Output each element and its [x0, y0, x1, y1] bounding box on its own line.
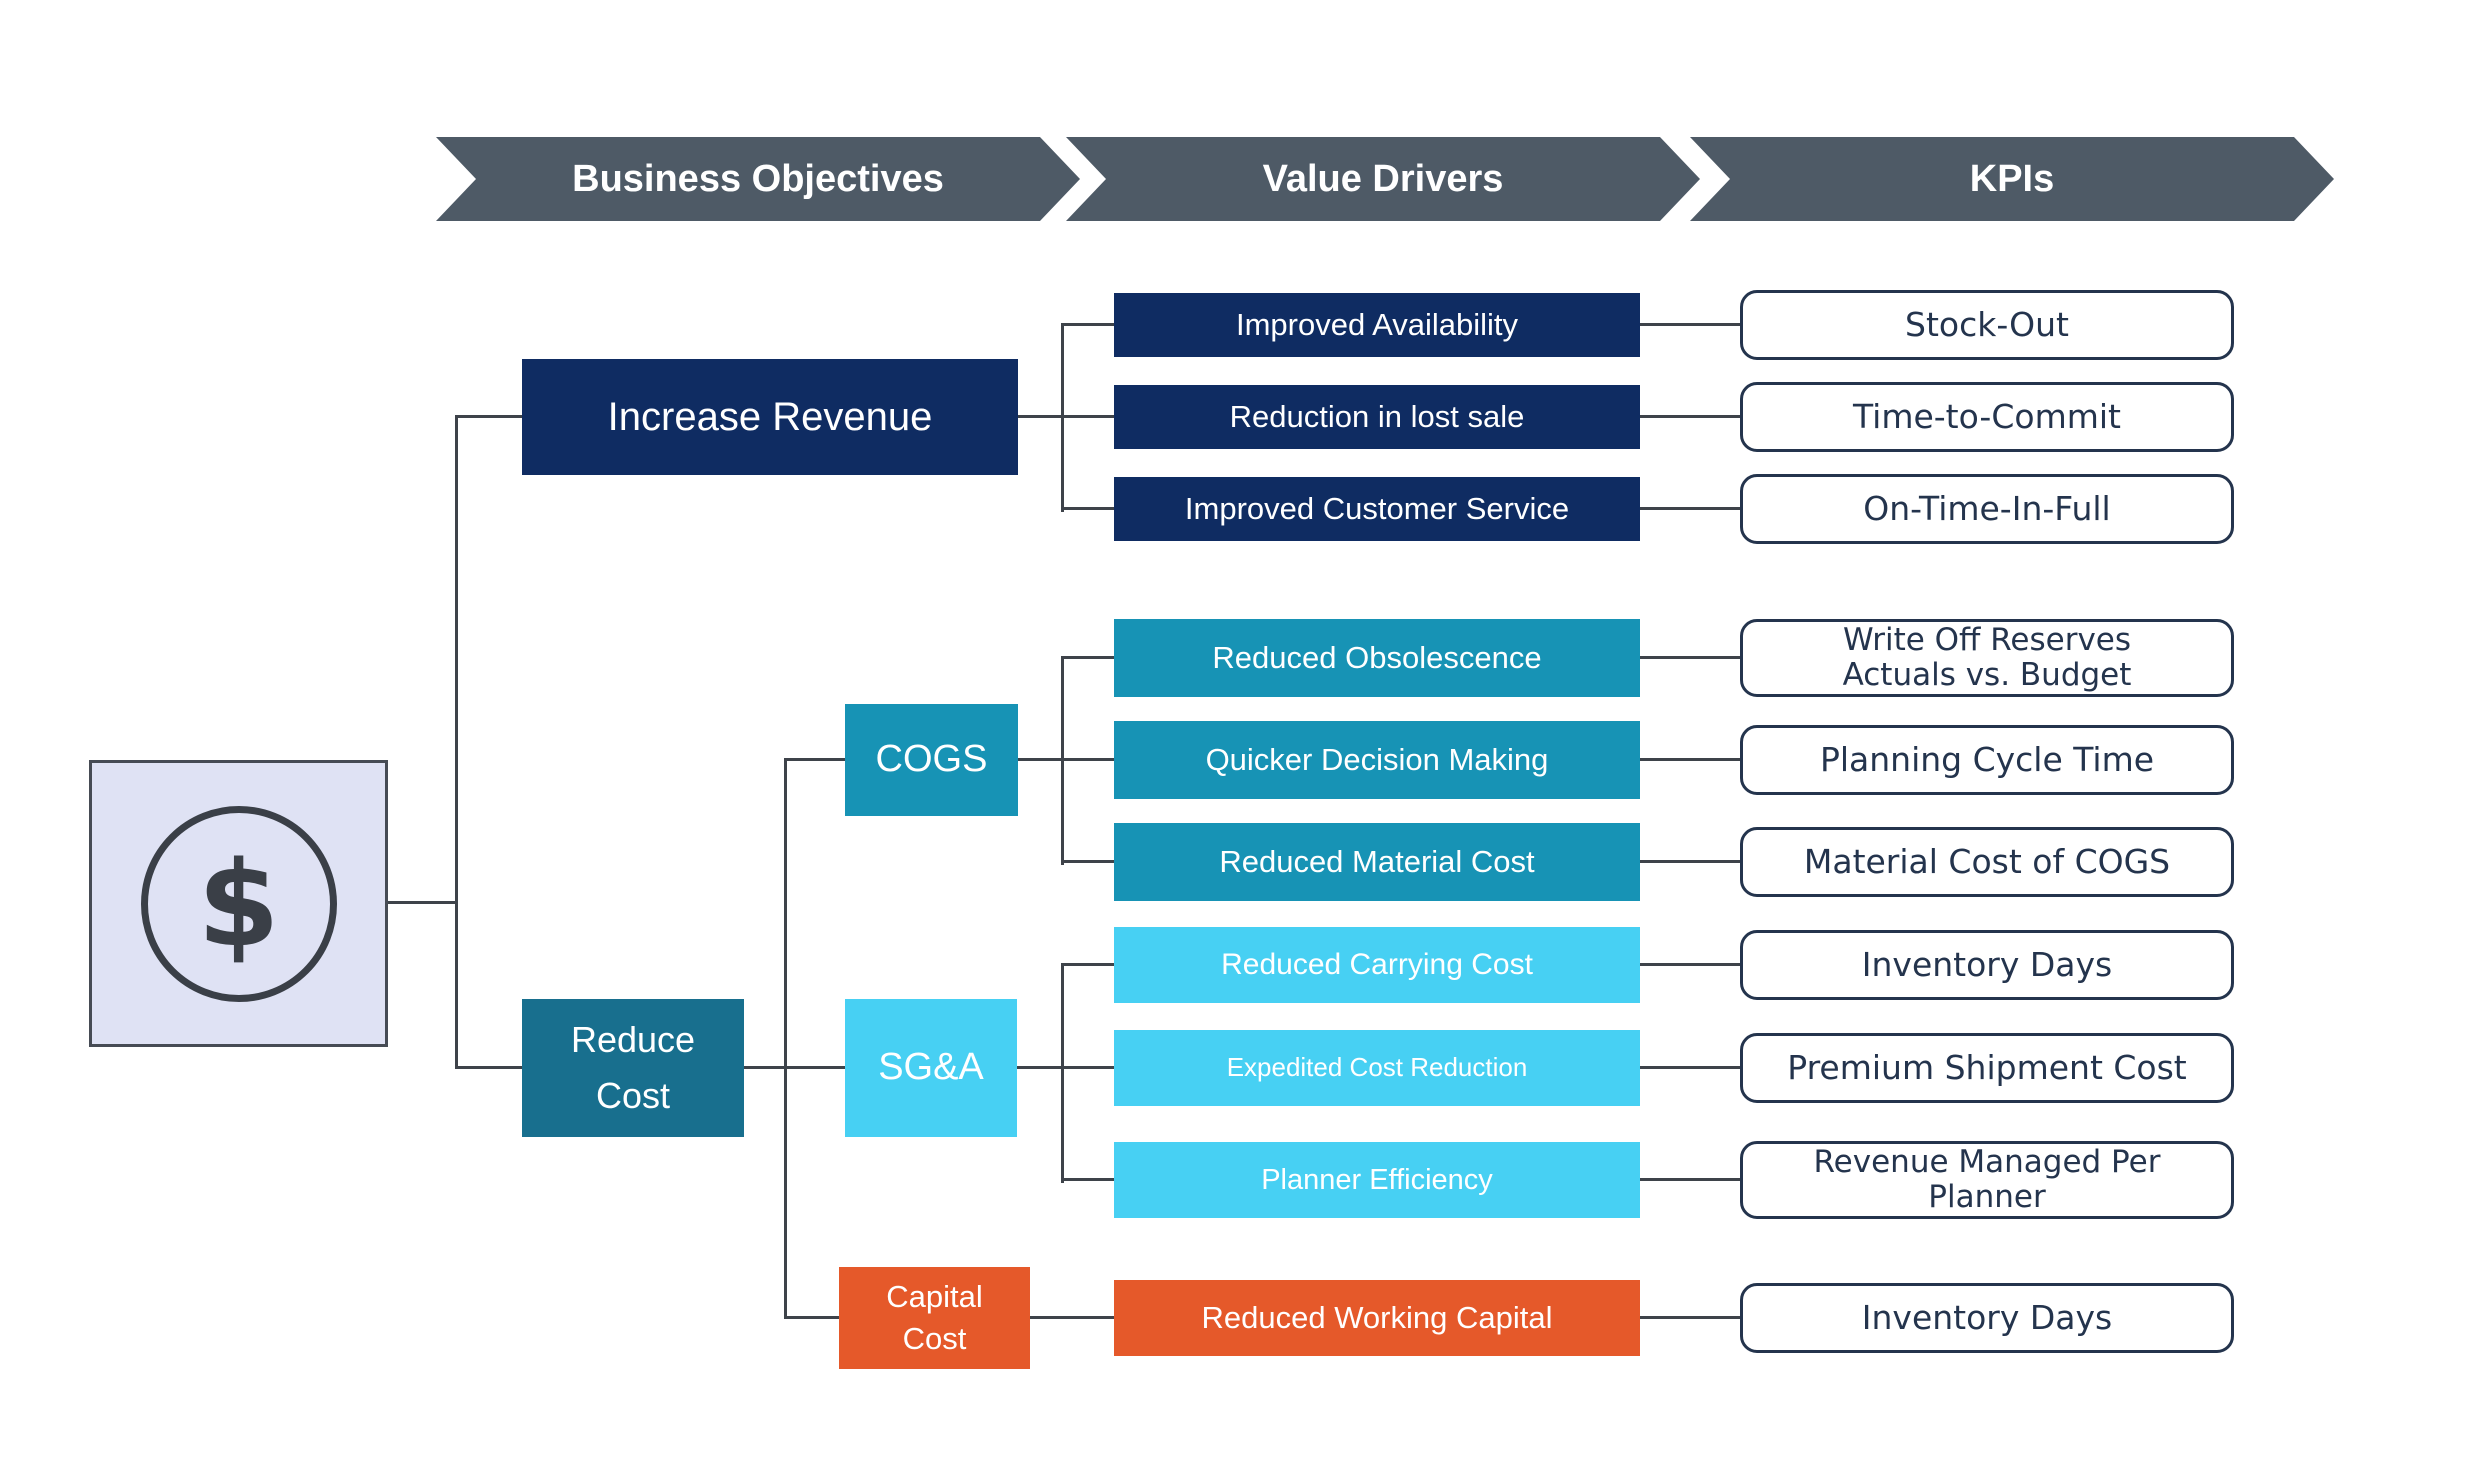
dollar-icon: $	[140, 805, 337, 1002]
kpi-revenue-managed-per-planner: Revenue Managed Per Planner	[1740, 1141, 2234, 1219]
kpi-label: On-Time-In-Full	[1863, 488, 2111, 528]
kpi-time-to-commit: Time-to-Commit	[1740, 382, 2234, 452]
connector-line	[1063, 1066, 1114, 1069]
node-label: Expedited Cost Reduction	[1226, 1052, 1528, 1083]
header-label: KPIs	[1969, 157, 2055, 200]
connector-line	[1640, 507, 1740, 510]
node-label-line1: Reduce	[570, 1019, 696, 1061]
node-label: Reduction in lost sale	[1229, 398, 1525, 434]
connector-line	[1061, 963, 1064, 1183]
kpi-stock-out: Stock-Out	[1740, 290, 2234, 360]
node-label: Planner Efficiency	[1261, 1163, 1493, 1196]
kpi-label-line2: Actuals vs. Budget	[1842, 657, 2132, 693]
kpi-label-line2: Planner	[1928, 1179, 2046, 1215]
node-label: Quicker Decision Making	[1205, 741, 1549, 777]
connector-line	[786, 1066, 845, 1069]
connector-line	[1640, 963, 1740, 966]
kpi-label: Planning Cycle Time	[1819, 739, 2155, 779]
driver-reduced-obsolescence: Reduced Obsolescence	[1114, 619, 1640, 697]
node-label: Reduced Working Capital	[1201, 1299, 1553, 1335]
connector-line	[1640, 656, 1740, 659]
node-label: Reduced Material Cost	[1219, 843, 1535, 879]
connector-line	[786, 1316, 839, 1319]
kpi-write-off-reserves: Write Off Reserves Actuals vs. Budget	[1740, 619, 2234, 697]
objective-reduce-cost: Reduce Cost	[522, 999, 744, 1137]
driver-planner-efficiency: Planner Efficiency	[1114, 1142, 1640, 1218]
connector-line	[1063, 323, 1114, 326]
connector-line	[1063, 860, 1114, 863]
kpi-label: Inventory Days	[1861, 1297, 2113, 1337]
connector-line	[1061, 323, 1064, 512]
category-sga: SG&A	[845, 999, 1017, 1137]
root-dollar-node: $	[89, 760, 388, 1047]
kpi-label: Premium Shipment Cost	[1787, 1047, 2187, 1087]
category-capital-cost: Capital Cost	[839, 1267, 1030, 1369]
driver-improved-availability: Improved Availability	[1114, 293, 1640, 357]
connector-line	[1063, 963, 1114, 966]
dollar-symbol: $	[197, 834, 280, 973]
header-label: Business Objectives	[572, 157, 944, 200]
kpi-premium-shipment-cost: Premium Shipment Cost	[1740, 1033, 2234, 1103]
connector-line	[1018, 415, 1063, 418]
connector-line	[457, 1066, 522, 1069]
kpi-inventory-days: Inventory Days	[1740, 930, 2234, 1000]
header-chevron-value-drivers: Value Drivers	[1066, 137, 1700, 221]
kpi-label-line1: Write Off Reserves	[1842, 622, 2132, 659]
node-label: Improved Customer Service	[1184, 490, 1570, 526]
node-label-line2: Cost	[902, 1321, 967, 1356]
connector-line	[1640, 323, 1740, 326]
connector-line	[1030, 1316, 1114, 1319]
kpi-inventory-days-capital: Inventory Days	[1740, 1283, 2234, 1353]
node-label: Reduced Obsolescence	[1212, 639, 1542, 675]
kpi-material-cost-of-cogs: Material Cost of COGS	[1740, 827, 2234, 897]
driver-reduced-working-capital: Reduced Working Capital	[1114, 1280, 1640, 1356]
node-label-line1: Capital	[886, 1279, 983, 1315]
connector-line	[1063, 656, 1114, 659]
connector-line	[1061, 656, 1064, 865]
node-label: SG&A	[878, 1046, 984, 1089]
connector-line	[1063, 507, 1114, 510]
connector-line	[786, 758, 845, 761]
kpi-label-line1: Revenue Managed Per	[1813, 1144, 2161, 1181]
kpi-label: Time-to-Commit	[1853, 396, 2121, 436]
connector-line	[1640, 860, 1740, 863]
driver-reduction-in-lost-sale: Reduction in lost sale	[1114, 385, 1640, 449]
connector-line	[455, 415, 458, 1069]
connector-line	[784, 758, 787, 1319]
node-label: Improved Availability	[1235, 306, 1518, 342]
kpi-label: Material Cost of COGS	[1803, 841, 2171, 881]
objective-increase-revenue: Increase Revenue	[522, 359, 1018, 475]
node-label: Increase Revenue	[607, 395, 933, 439]
driver-quicker-decision-making: Quicker Decision Making	[1114, 721, 1640, 799]
connector-line	[744, 1066, 786, 1069]
connector-line	[1017, 1066, 1063, 1069]
category-cogs: COGS	[845, 704, 1018, 816]
node-label-line2: Cost	[595, 1075, 671, 1116]
connector-line	[1640, 415, 1740, 418]
connector-line	[1640, 1316, 1740, 1319]
driver-improved-customer-service: Improved Customer Service	[1114, 477, 1640, 541]
header-chevron-business-objectives: Business Objectives	[436, 137, 1080, 221]
kpi-label: Stock-Out	[1905, 304, 2069, 344]
node-label: COGS	[875, 738, 988, 781]
header-chevron-kpis: KPIs	[1690, 137, 2334, 221]
connector-line	[388, 901, 457, 904]
connector-line	[1063, 415, 1114, 418]
connector-line	[1063, 758, 1114, 761]
driver-reduced-material-cost: Reduced Material Cost	[1114, 823, 1640, 901]
kpi-label: Inventory Days	[1861, 944, 2113, 984]
connector-line	[1640, 1066, 1740, 1069]
connector-line	[1640, 758, 1740, 761]
kpi-planning-cycle-time: Planning Cycle Time	[1740, 725, 2234, 795]
connector-line	[457, 415, 522, 418]
kpi-on-time-in-full: On-Time-In-Full	[1740, 474, 2234, 544]
node-label: Reduced Carrying Cost	[1221, 948, 1533, 982]
connector-line	[1018, 758, 1063, 761]
header-label: Value Drivers	[1262, 157, 1504, 200]
driver-reduced-carrying-cost: Reduced Carrying Cost	[1114, 927, 1640, 1003]
connector-line	[1640, 1178, 1740, 1181]
connector-line	[1063, 1178, 1114, 1181]
driver-expedited-cost-reduction: Expedited Cost Reduction	[1114, 1030, 1640, 1106]
